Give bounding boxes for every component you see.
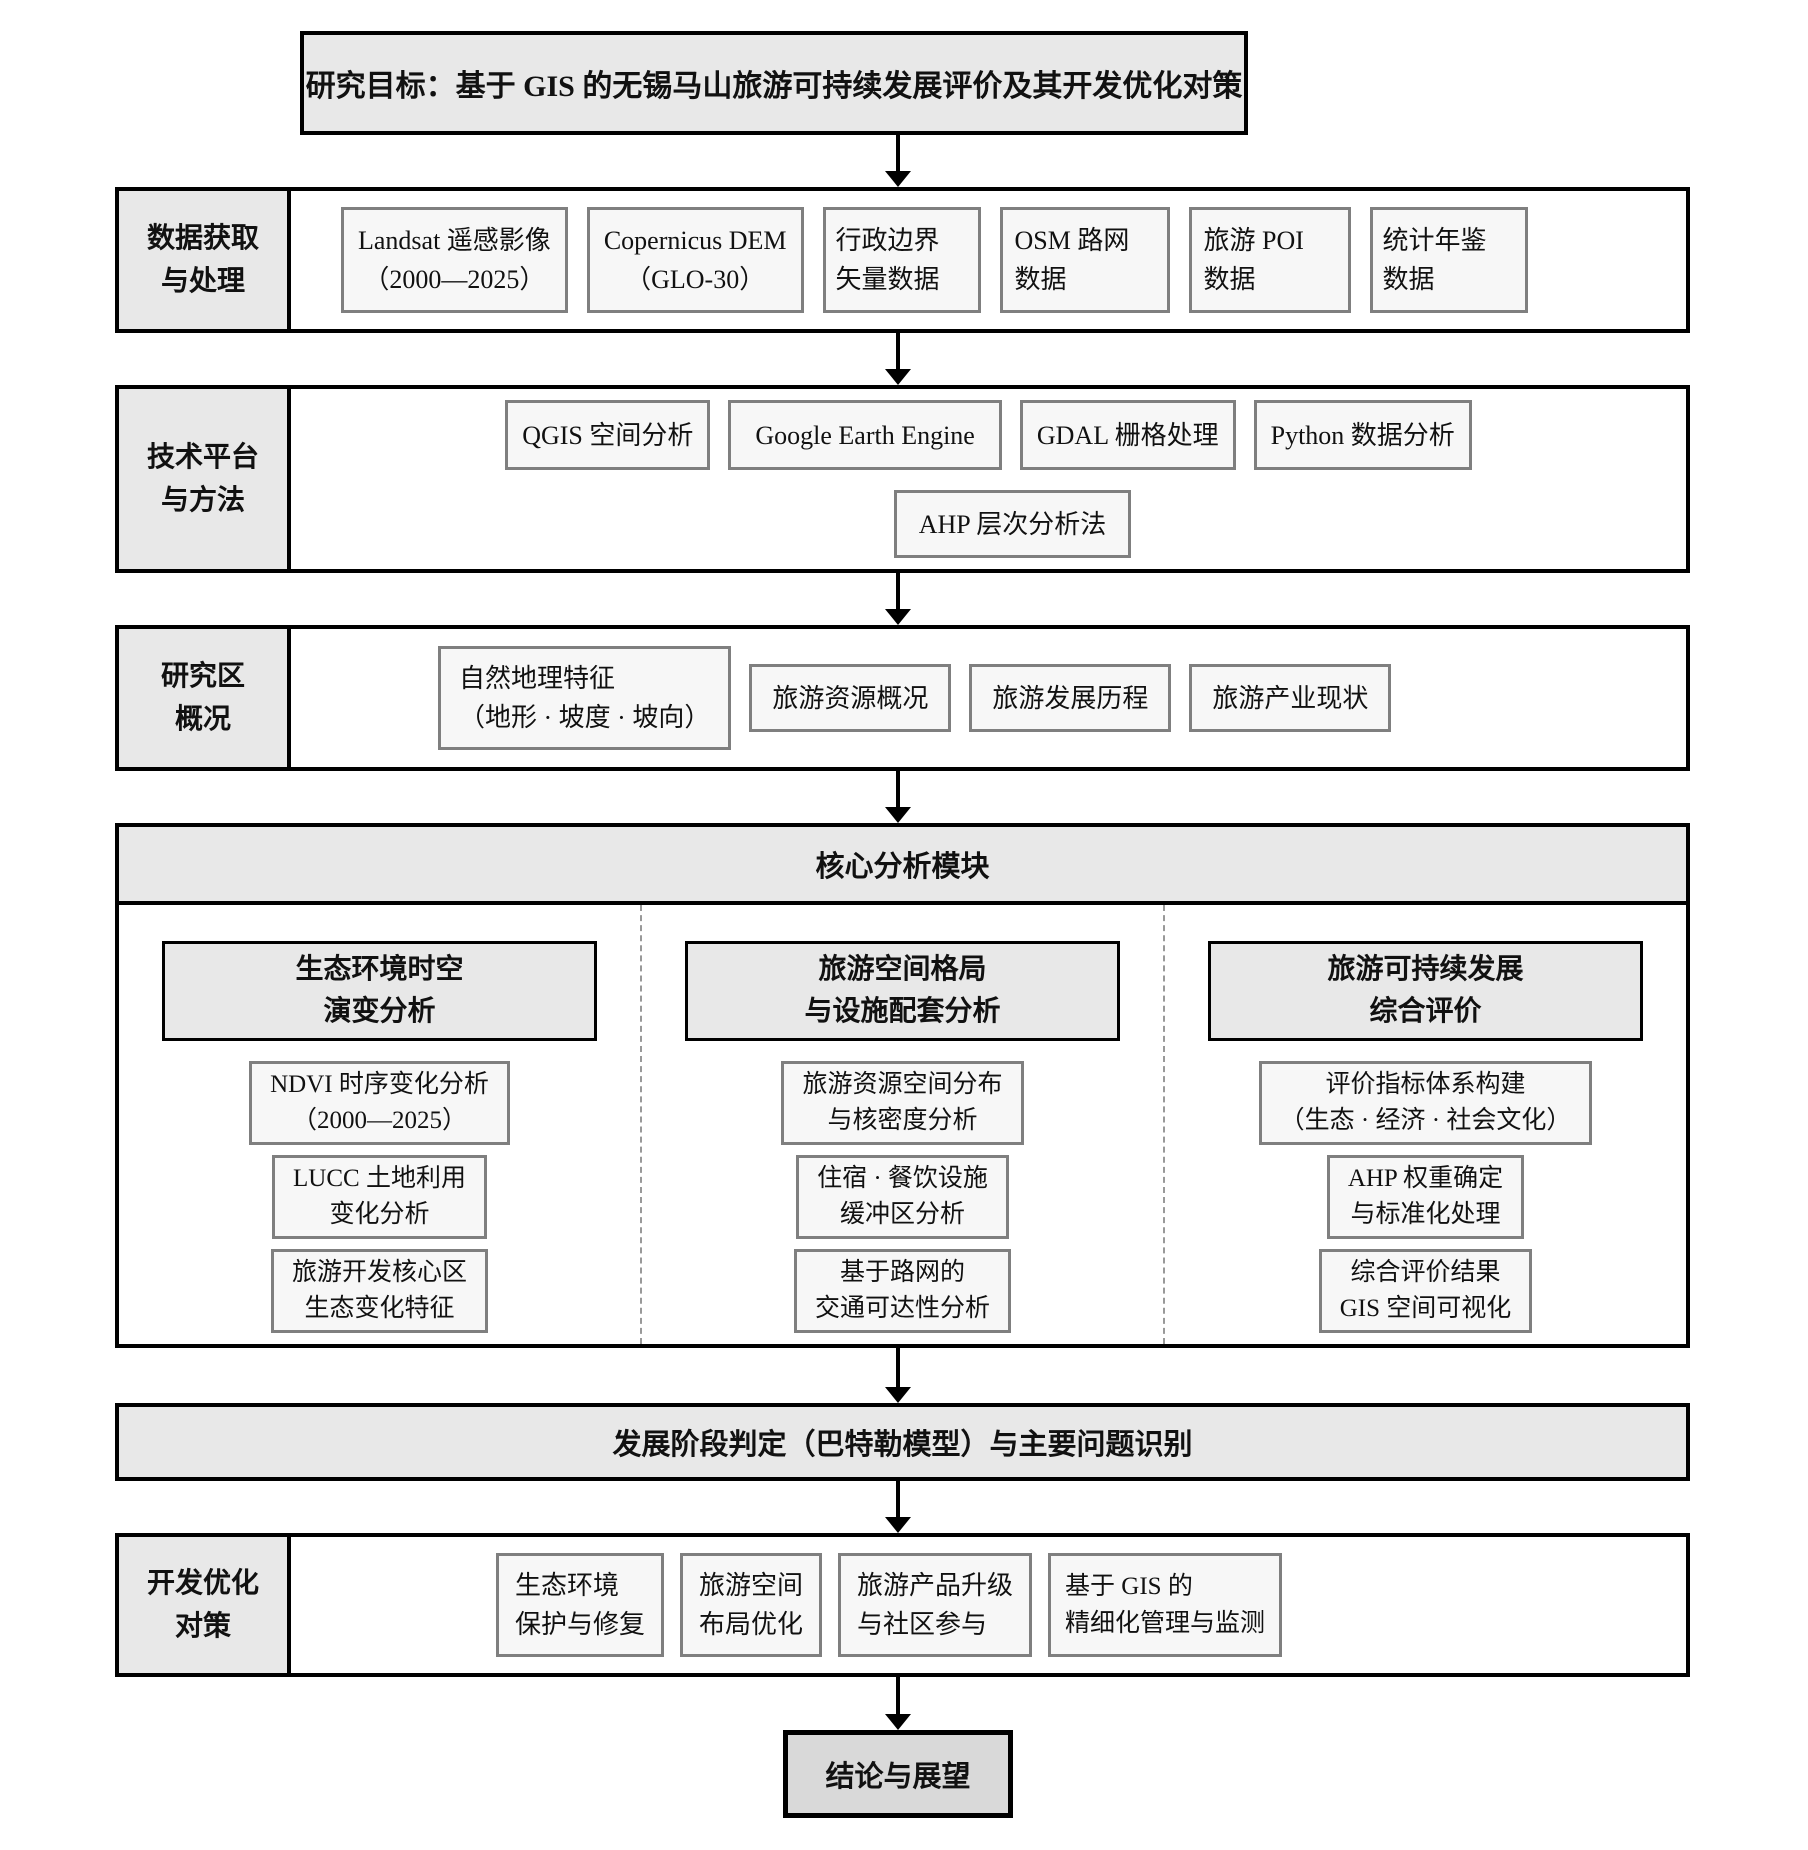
core-column-evaluation: 旅游可持续发展 综合评价 评价指标体系构建 （生态 · 经济 · 社会文化） A…	[1163, 905, 1686, 1344]
study-box-resources: 旅游资源概况	[749, 664, 952, 732]
core-item-core-zone: 旅游开发核心区 生态变化特征	[270, 1249, 488, 1333]
flow-arrow-down	[885, 1677, 911, 1730]
stage-determination-bar: 发展阶段判定（巴特勒模型）与主要问题识别	[115, 1403, 1690, 1481]
tech-tools-row1: QGIS 空间分析 Google Earth Engine GDAL 栅格处理 …	[505, 400, 1472, 470]
flow-arrow-down	[885, 333, 911, 385]
core-column-header: 生态环境时空 演变分析	[162, 941, 597, 1041]
core-module-header: 核心分析模块	[119, 827, 1686, 905]
section-label-study-area: 研究区 概况	[119, 629, 291, 767]
flow-arrow-down	[885, 135, 911, 187]
core-item-ahp-weights: AHP 权重确定 与标准化处理	[1326, 1155, 1525, 1239]
tool-box-python: Python 数据分析	[1253, 400, 1472, 470]
flow-arrow-down	[885, 573, 911, 625]
data-source-box-yearbook: 统计年鉴 数据	[1369, 207, 1528, 313]
core-item-indicator-system: 评价指标体系构建 （生态 · 经济 · 社会文化）	[1258, 1061, 1593, 1145]
research-goal-box: 研究目标：基于 GIS 的无锡马山旅游可持续发展评价及其开发优化对策	[300, 31, 1248, 135]
core-item-kernel-density: 旅游资源空间分布 与核密度分析	[781, 1061, 1024, 1145]
section-label-tech: 技术平台 与方法	[119, 389, 291, 569]
study-area-section: 研究区 概况 自然地理特征 （地形 · 坡度 · 坡向） 旅游资源概况 旅游发展…	[115, 625, 1690, 771]
strategy-items: 生态环境 保护与修复 旅游空间 布局优化 旅游产品升级 与社区参与 基于 GIS…	[291, 1537, 1686, 1673]
optimization-strategy-section: 开发优化 对策 生态环境 保护与修复 旅游空间 布局优化 旅游产品升级 与社区参…	[115, 1533, 1690, 1677]
core-item-accessibility: 基于路网的 交通可达性分析	[793, 1249, 1011, 1333]
strategy-box-product: 旅游产品升级 与社区参与	[838, 1553, 1033, 1657]
core-column-header: 旅游可持续发展 综合评价	[1208, 941, 1643, 1041]
flow-arrow-down	[885, 771, 911, 823]
study-area-items: 自然地理特征 （地形 · 坡度 · 坡向） 旅游资源概况 旅游发展历程 旅游产业…	[291, 629, 1686, 767]
data-acquisition-section: 数据获取 与处理 Landsat 遥感影像 （2000—2025） Copern…	[115, 187, 1690, 333]
core-item-ndvi: NDVI 时序变化分析 （2000—2025）	[249, 1061, 510, 1145]
data-source-box-osm: OSM 路网 数据	[999, 207, 1170, 313]
core-item-gis-visualization: 综合评价结果 GIS 空间可视化	[1318, 1249, 1533, 1333]
section-label-data: 数据获取 与处理	[119, 191, 291, 329]
data-source-box-poi: 旅游 POI 数据	[1188, 207, 1351, 313]
flow-arrow-down	[885, 1481, 911, 1533]
core-column-spatial: 旅游空间格局 与设施配套分析 旅游资源空间分布 与核密度分析 住宿 · 餐饮设施…	[640, 905, 1163, 1344]
study-box-geography: 自然地理特征 （地形 · 坡度 · 坡向）	[438, 646, 732, 750]
study-box-history: 旅游发展历程	[969, 664, 1172, 732]
core-module-body: 生态环境时空 演变分析 NDVI 时序变化分析 （2000—2025） LUCC…	[119, 905, 1686, 1344]
data-source-box-landsat: Landsat 遥感影像 （2000—2025）	[341, 207, 568, 313]
conclusion-box: 结论与展望	[783, 1730, 1013, 1818]
study-box-industry: 旅游产业现状	[1189, 664, 1392, 732]
strategy-box-gis-management: 基于 GIS 的 精细化管理与监测	[1048, 1553, 1283, 1657]
strategy-box-ecology: 生态环境 保护与修复	[496, 1553, 665, 1657]
tool-box-gee: Google Earth Engine	[728, 400, 1002, 470]
tech-tools-row2: AHP 层次分析法	[893, 490, 1132, 558]
research-goal-text: 研究目标：基于 GIS 的无锡马山旅游可持续发展评价及其开发优化对策	[305, 70, 1243, 103]
tool-box-ahp: AHP 层次分析法	[893, 490, 1132, 558]
tool-box-qgis: QGIS 空间分析	[505, 400, 711, 470]
core-item-lucc: LUCC 土地利用 变化分析	[272, 1155, 487, 1239]
data-sources: Landsat 遥感影像 （2000—2025） Copernicus DEM …	[291, 191, 1686, 329]
flow-arrow-down	[885, 1348, 911, 1403]
core-item-buffer: 住宿 · 餐饮设施 缓冲区分析	[796, 1155, 1009, 1239]
tool-box-gdal: GDAL 栅格处理	[1019, 400, 1236, 470]
core-column-ecology: 生态环境时空 演变分析 NDVI 时序变化分析 （2000—2025） LUCC…	[119, 905, 640, 1344]
data-source-box-dem: Copernicus DEM （GLO-30）	[586, 207, 804, 313]
core-analysis-module: 核心分析模块 生态环境时空 演变分析 NDVI 时序变化分析 （2000—202…	[115, 823, 1690, 1348]
tech-platform-section: 技术平台 与方法 QGIS 空间分析 Google Earth Engine G…	[115, 385, 1690, 573]
section-label-strategy: 开发优化 对策	[119, 1537, 291, 1673]
core-column-header: 旅游空间格局 与设施配套分析	[685, 941, 1120, 1041]
data-source-box-admin: 行政边界 矢量数据	[822, 207, 981, 313]
tech-tools: QGIS 空间分析 Google Earth Engine GDAL 栅格处理 …	[291, 389, 1686, 569]
strategy-box-layout: 旅游空间 布局优化	[680, 1553, 823, 1657]
